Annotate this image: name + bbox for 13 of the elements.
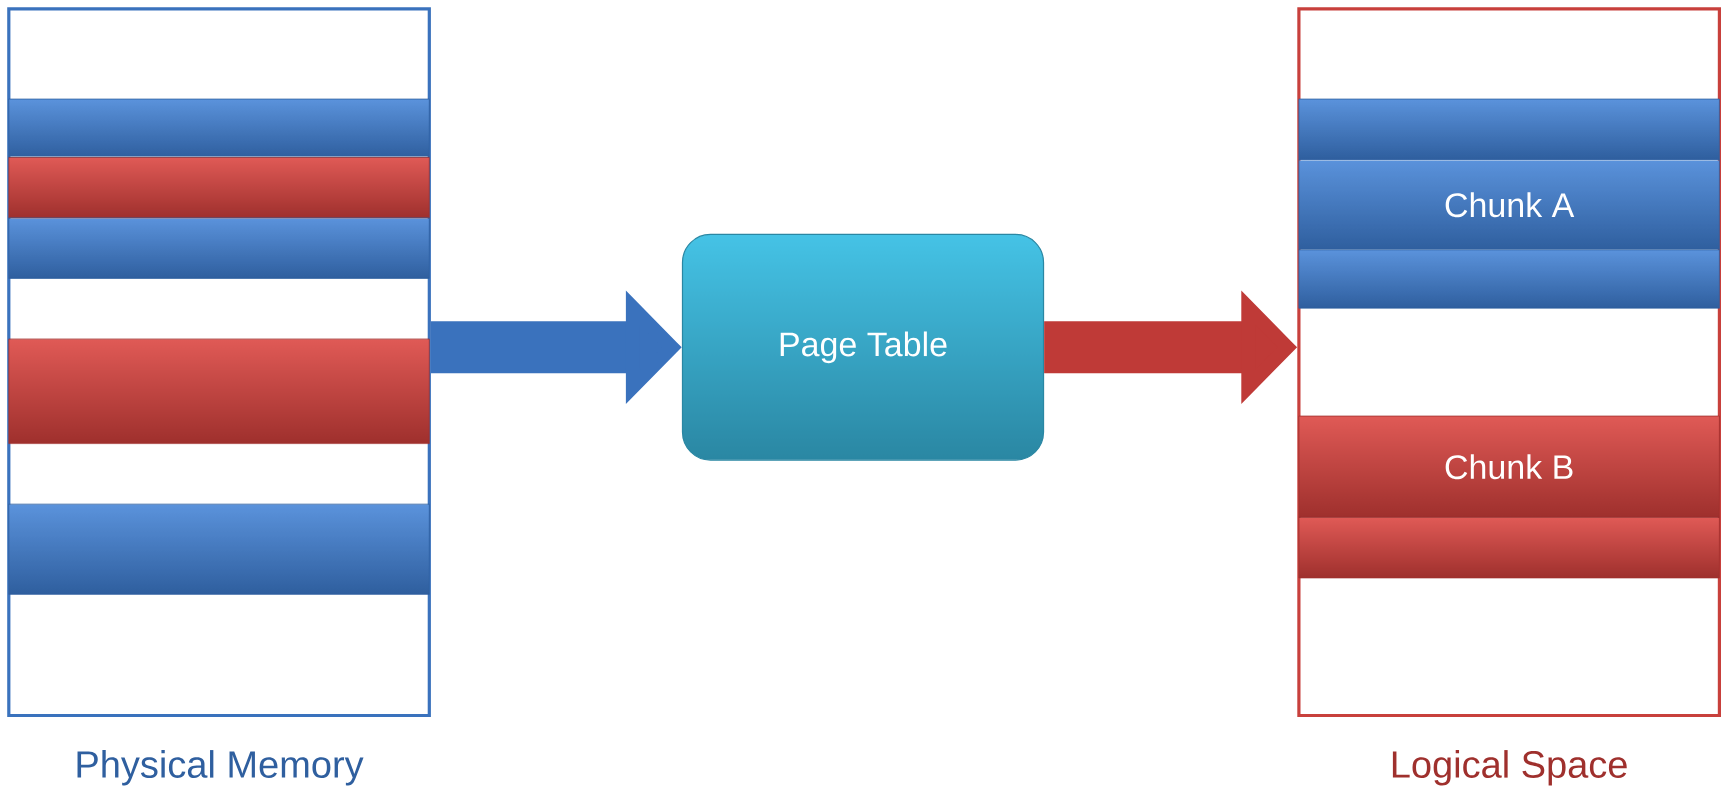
- memory-block: [1298, 98, 1720, 160]
- memory-chunk: Chunk A: [1298, 159, 1720, 251]
- box-caption: Logical Space: [1392, 750, 1627, 786]
- table-box: Page Table: [681, 233, 1045, 461]
- memory-block: [8, 217, 430, 279]
- memory-block: [8, 503, 430, 595]
- memory-block: [1298, 516, 1720, 579]
- memory-block: [1298, 249, 1720, 309]
- memory-block: [8, 157, 430, 219]
- memory-chunk: Chunk B: [1298, 415, 1720, 518]
- box-caption: Physical Memory: [77, 750, 364, 786]
- memory-block: [8, 98, 430, 158]
- memory-block: [8, 338, 430, 444]
